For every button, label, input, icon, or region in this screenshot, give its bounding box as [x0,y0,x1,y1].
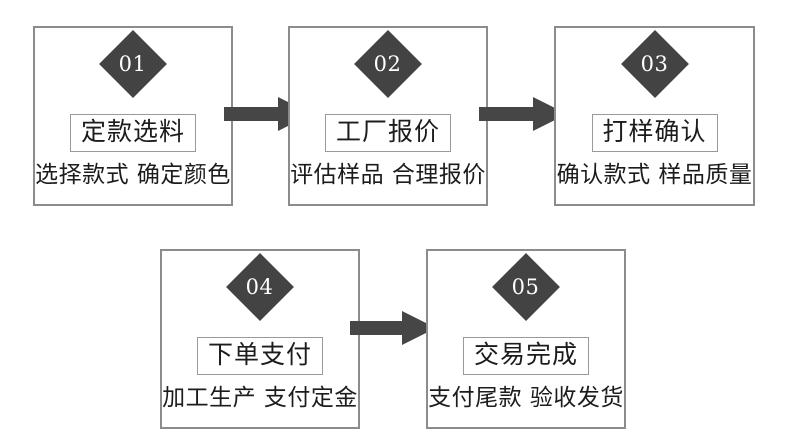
step-subtitle-02: 评估样品 合理报价 [290,162,486,188]
step-title-01: 定款选料 [69,114,197,152]
step-title-02: 工厂报价 [324,114,452,152]
step-number-05: 05 [512,274,540,299]
arrow-right-icon-02-to-03 [479,97,567,131]
step-number-badge-01: 01 [99,30,167,98]
step-subtitle-04: 加工生产 支付定金 [162,385,358,411]
step-card-02[interactable]: 02 工厂报价 评估样品 合理报价 [288,26,488,206]
step-number-badge-04: 04 [226,253,294,321]
step-number-02: 02 [374,51,402,76]
step-number-badge-02: 02 [354,30,422,98]
step-number-01: 01 [119,51,147,76]
step-title-05: 交易完成 [462,337,590,375]
step-title-04: 下单支付 [196,337,324,375]
step-number-04: 04 [246,274,274,299]
arrow-right-icon-04-to-05 [350,311,436,345]
step-subtitle-01: 选择款式 确定颜色 [35,162,231,188]
step-title-03: 打样确认 [591,114,718,152]
step-number-badge-03: 03 [620,30,689,98]
step-card-01[interactable]: 01 定款选料 选择款式 确定颜色 [33,26,233,206]
step-card-03[interactable]: 03 打样确认 确认款式 样品质量 [554,26,755,206]
step-subtitle-03: 确认款式 样品质量 [556,162,753,188]
step-card-04[interactable]: 04 下单支付 加工生产 支付定金 [160,249,360,429]
step-card-05[interactable]: 05 交易完成 支付尾款 验收发货 [426,249,626,429]
step-number-03: 03 [640,51,669,76]
step-number-badge-05: 05 [492,253,560,321]
step-subtitle-05: 支付尾款 验收发货 [428,385,624,411]
